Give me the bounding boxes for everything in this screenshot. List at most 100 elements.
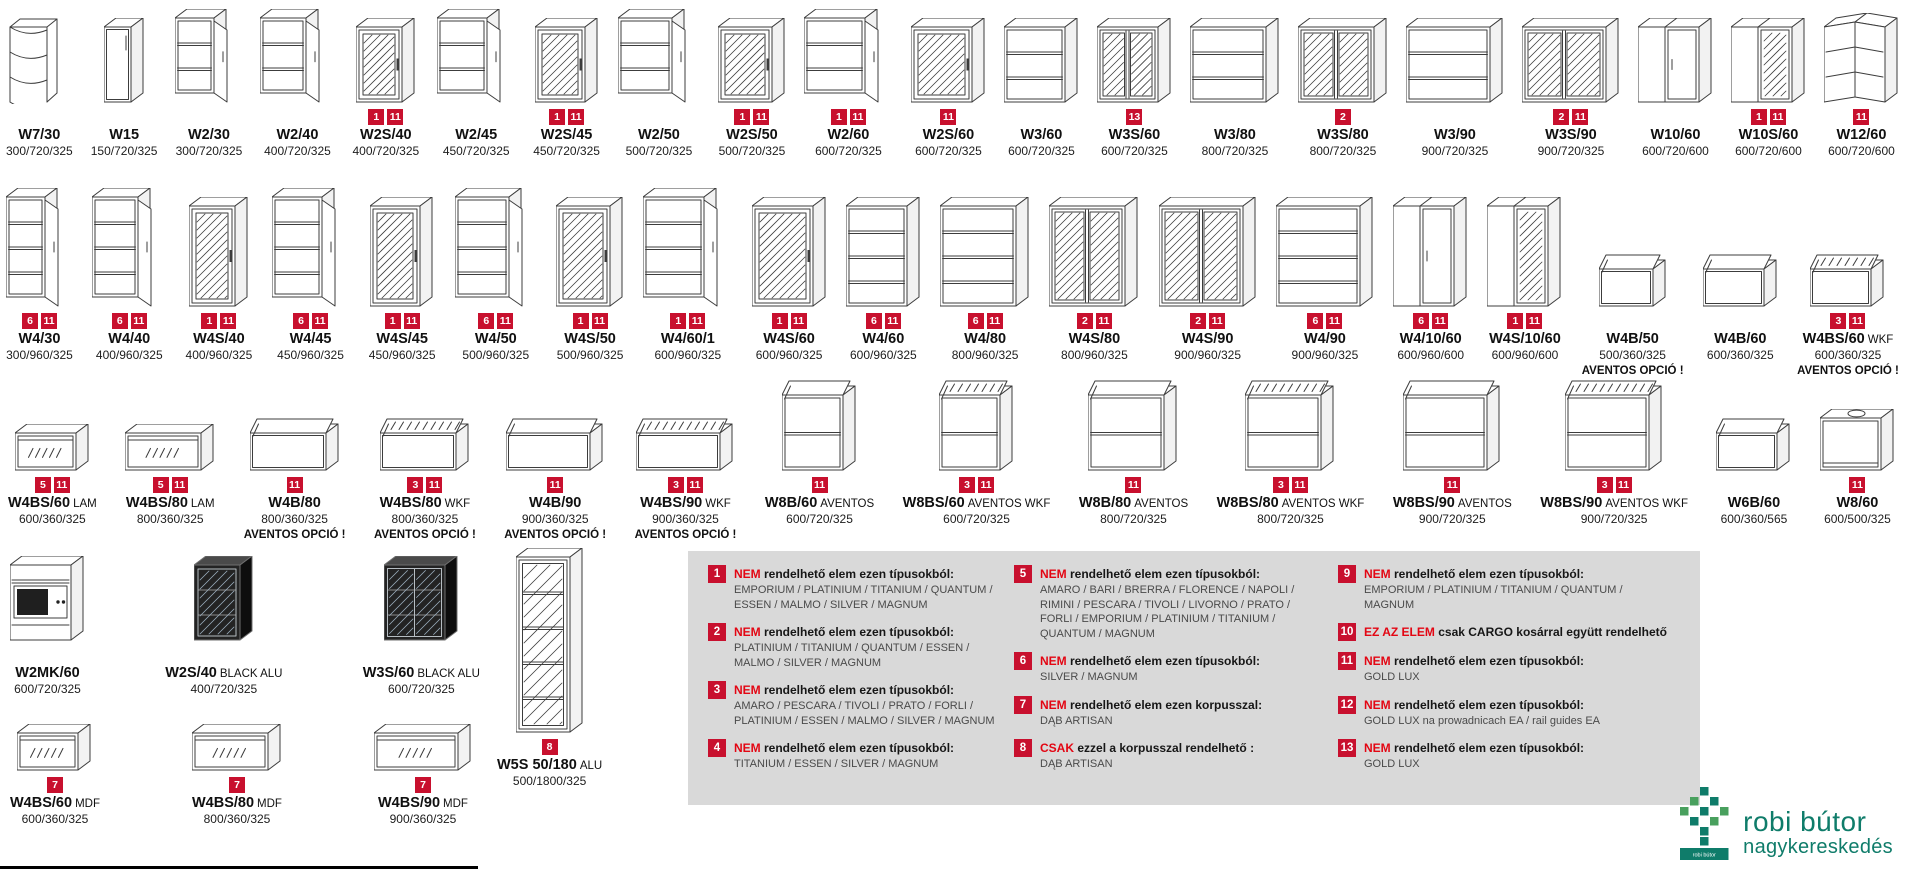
footnote-number-badge: 12 xyxy=(1338,695,1356,714)
cabinet-model: W4S/80 xyxy=(1068,331,1121,347)
cabinet-dimensions: 900/960/325 xyxy=(1174,347,1242,362)
cabinet-name-suffix: AVENTOS WKF xyxy=(1605,498,1688,510)
cabinet-model: W3S/90 xyxy=(1545,127,1597,143)
cabinet-dimensions: 300/720/325 xyxy=(175,143,243,158)
cabinet-name-suffix: AVENTOS WKF xyxy=(1281,498,1365,510)
cabinet-name: W3/60 xyxy=(1020,127,1062,144)
footnote-13: 13 NEM rendelhető elem ezen típusokból: GO… xyxy=(1338,739,1670,772)
cabinet-drawing xyxy=(10,546,85,642)
cabinet-dimensions: 800/360/325 xyxy=(391,511,459,526)
cabinet-drawing xyxy=(1637,8,1713,104)
footnote-rule: rendelhető elem ezen korpusszal: xyxy=(1070,697,1263,712)
footnote-badge-11: 11 xyxy=(591,312,608,329)
cabinet-model: W4BS/60 xyxy=(8,495,71,511)
cabinet-name: W2/60 xyxy=(827,127,869,144)
cabinet-drawing xyxy=(643,186,732,308)
cabinet-name: W15 xyxy=(109,127,139,144)
cabinet-drawing xyxy=(1716,376,1791,472)
cabinet-drawing xyxy=(617,8,700,104)
cabinet-model: W4BS/90 xyxy=(640,495,703,511)
cabinet-dimensions: 600/720/600 xyxy=(1735,143,1802,158)
cabinet-footnote-badges: 7 xyxy=(228,774,245,795)
footnote-number-badge: 13 xyxy=(1338,739,1356,758)
cabinet-dimensions: 800/360/325 xyxy=(136,511,204,526)
cabinet-model: W2/60 xyxy=(827,127,870,143)
cabinet-drawing xyxy=(939,376,1014,472)
cabinet-note: AVENTOS OPCIÓ ! xyxy=(373,528,476,541)
footnote-badge-13: 13 xyxy=(1126,108,1143,125)
cabinet-drawing xyxy=(188,186,249,308)
cabinet-drawing xyxy=(437,8,515,104)
cabinet-name: W4S/80 xyxy=(1069,331,1121,348)
footnote-rule: rendelhető elem ezen típusokból: xyxy=(764,625,955,640)
footnote-badge-3: 3 xyxy=(407,476,424,493)
cabinet-w4b-60: W4B/60 600/360/325 xyxy=(1702,186,1778,363)
footnote-badge-6: 6 xyxy=(967,312,984,329)
footnote-badge-6: 6 xyxy=(478,312,495,329)
cabinet-w6b-60: W6B/60 600/360/565 xyxy=(1716,376,1791,527)
cabinet-name: W10S/60 xyxy=(1739,127,1799,144)
footnote-type-list: AMARO / BARI / BRERRA / FLORENCE / NAPOL… xyxy=(1040,584,1295,640)
cabinet-model: W4BS/80 xyxy=(191,795,255,811)
cabinet-name: W4S/45 xyxy=(376,331,428,348)
cabinet-drawing xyxy=(1730,8,1806,104)
cabinet-drawing xyxy=(1088,376,1178,472)
cabinet-name: W4/80 xyxy=(964,331,1006,348)
footnote-badge-11: 11 xyxy=(53,476,70,493)
cabinet-name-suffix: ALU xyxy=(579,760,603,772)
footnote-keyword: NEM xyxy=(1364,697,1394,712)
footnote-keyword: NEM xyxy=(1364,741,1394,756)
cabinet-dimensions: 500/960/325 xyxy=(556,347,624,362)
cabinet-drawing xyxy=(92,186,166,308)
cabinet-dimensions: 400/720/325 xyxy=(352,143,420,158)
footnote-type-list: GOLD LUX xyxy=(1364,758,1420,771)
cabinet-model: W2S/40 xyxy=(165,665,217,681)
cabinet-drawing xyxy=(249,376,340,472)
cabinet-drawing xyxy=(17,714,92,772)
footnote-text: EZ AZ ELEM csak CARGO kosárral együtt re… xyxy=(1364,623,1667,641)
footnote-rule: rendelhető elem ezen típusokból: xyxy=(1394,741,1585,756)
cabinet-name-suffix: MDF xyxy=(257,798,282,810)
cabinet-drawing xyxy=(6,186,73,308)
footnote-badge-11: 11 xyxy=(978,476,994,493)
cabinet-name: W2/50 xyxy=(638,127,680,144)
footnote-badge-11: 11 xyxy=(1769,108,1786,125)
footnote-badge-11: 11 xyxy=(403,312,420,329)
cabinet-note: AVENTOS OPCIÓ ! xyxy=(504,528,607,541)
cabinet-note: AVENTOS OPCIÓ ! xyxy=(1797,364,1899,377)
cabinet-name-suffix: BLACK ALU xyxy=(417,668,480,680)
cabinet-footnote-badges: 11 xyxy=(286,474,303,495)
footnote-text: NEM rendelhető elem ezen típusokból:PLAT… xyxy=(734,623,996,670)
footnote-type-list: DĄB ARTISAN xyxy=(1040,758,1113,771)
cabinet-name: W4/90 xyxy=(1304,331,1346,348)
cabinet-model: W2/45 xyxy=(455,127,498,143)
footnote-text: NEM rendelhető elem ezen típusokból:SILV… xyxy=(1040,652,1260,685)
cabinet-dimensions: 400/720/325 xyxy=(190,681,258,696)
cabinet-model: W7/30 xyxy=(18,127,61,143)
footnote-badge-11: 11 xyxy=(986,312,1003,329)
cabinet-name: W6B/60 xyxy=(1728,495,1780,512)
cabinet-w3s-80: 2 W3S/80 800/720/325 xyxy=(1297,8,1388,159)
cabinet-model: W4/60/1 xyxy=(660,331,715,347)
cabinet-dimensions: 800/960/325 xyxy=(951,347,1019,362)
